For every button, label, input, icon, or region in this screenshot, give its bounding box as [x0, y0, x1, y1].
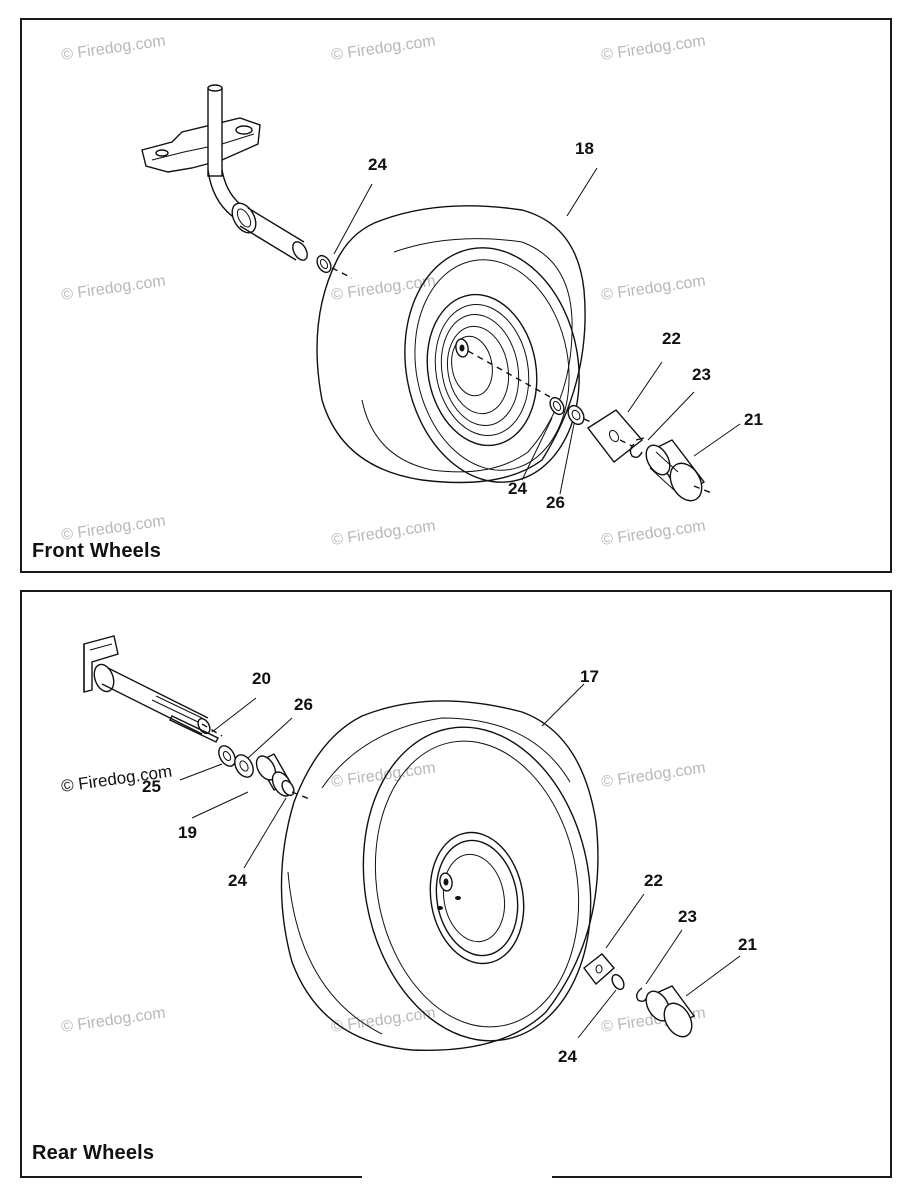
- callout-20: 20: [252, 669, 271, 688]
- callout-23: 23: [692, 365, 711, 384]
- front-wheels-diagram: © Firedog.com © Firedog.com © Firedog.co…: [60, 32, 763, 548]
- front-wheels-panel: © Firedog.com © Firedog.com © Firedog.co…: [20, 18, 892, 573]
- hub-cap-plate: [586, 409, 644, 463]
- clip: [629, 443, 643, 459]
- front-tire: [316, 205, 586, 484]
- watermark: © Firedog.com: [60, 1004, 166, 1035]
- axle-key: [169, 715, 219, 743]
- callout-24: 24: [368, 155, 387, 174]
- spacer: [567, 404, 585, 426]
- washer-inner: [316, 254, 332, 274]
- watermark: © Firedog.com: [600, 272, 706, 303]
- callout-22: 22: [644, 871, 663, 890]
- panel-title: Front Wheels: [32, 540, 162, 562]
- washer-25: [218, 745, 236, 767]
- washer-24: [281, 779, 295, 797]
- clip: [635, 987, 649, 1003]
- panel-title: Rear Wheels: [32, 1142, 155, 1164]
- border-gap: [362, 1173, 552, 1179]
- rear-wheels-diagram: © Firedog.com © Firedog.com © Firedog.co…: [60, 635, 757, 1066]
- rear-wheels-panel: © Firedog.com © Firedog.com © Firedog.co…: [20, 590, 892, 1178]
- watermark: © Firedog.com: [330, 759, 436, 790]
- callout-24: 24: [558, 1047, 577, 1066]
- cap: [645, 985, 696, 1038]
- callout-24: 24: [508, 479, 527, 498]
- spindle-bracket: [141, 84, 308, 261]
- callout-26: 26: [546, 493, 565, 512]
- spacer-26: [234, 754, 254, 778]
- watermark: © Firedog.com: [600, 517, 706, 548]
- callout-18: 18: [575, 139, 594, 158]
- callout-19: 19: [178, 823, 197, 842]
- rear-tire: [280, 700, 599, 1052]
- callout-24: 24: [228, 871, 247, 890]
- hub-cap-plate: [583, 953, 615, 986]
- washer-outer: [611, 973, 625, 991]
- watermark: © Firedog.com: [600, 759, 706, 790]
- watermarks: © Firedog.com © Firedog.com © Firedog.co…: [60, 32, 706, 548]
- watermarks: © Firedog.com © Firedog.com © Firedog.co…: [60, 759, 707, 1035]
- callout-22: 22: [662, 329, 681, 348]
- watermark: © Firedog.com: [330, 517, 436, 548]
- watermark: © Firedog.com: [60, 32, 166, 63]
- callout-25: 25: [142, 777, 161, 796]
- callout-21: 21: [744, 410, 763, 429]
- callout-26: 26: [294, 695, 313, 714]
- callout-17: 17: [580, 667, 599, 686]
- transaxle: [83, 635, 211, 735]
- watermark: © Firedog.com: [600, 32, 706, 63]
- callout-21: 21: [738, 935, 757, 954]
- watermark: © Firedog.com: [330, 32, 436, 63]
- callout-23: 23: [678, 907, 697, 926]
- watermark: © Firedog.com: [60, 272, 166, 303]
- cap: [645, 439, 706, 502]
